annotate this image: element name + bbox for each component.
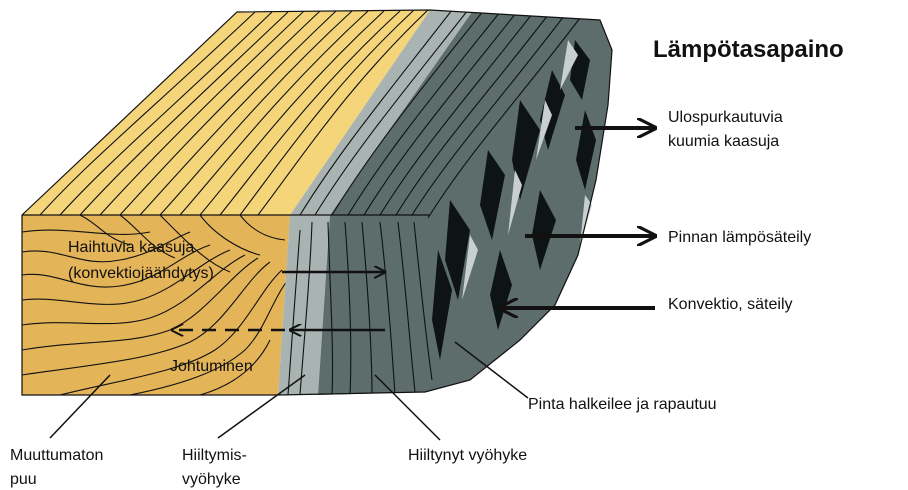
convection-label: Konvektio, säteily <box>668 296 793 313</box>
unchanged-label-1: Muuttumaton <box>10 447 103 464</box>
pyrolysis-label-2: vyöhyke <box>182 471 241 488</box>
char-layer-label: Hiiltynyt vyöhyke <box>408 447 527 464</box>
cracking-label: Pinta halkeilee ja rapautuu <box>528 396 717 413</box>
pyrolysis-label-1: Hiiltymis- <box>182 447 247 464</box>
evaporating-label-1: Haihtuvia kaasuja <box>68 239 194 256</box>
diagram-title: Lämpötasapaino <box>653 36 844 63</box>
conduction-label: Johtuminen <box>170 358 253 375</box>
evaporating-label-2: (konvektiojäähdytys) <box>68 265 214 282</box>
hot-gases-label-2: kuumia kaasuja <box>668 133 779 150</box>
unchanged-label-2: puu <box>10 471 37 488</box>
hot-gases-label-1: Ulospurkautuvia <box>668 109 783 126</box>
surface-radiation-label: Pinnan lämpösäteily <box>668 229 811 246</box>
